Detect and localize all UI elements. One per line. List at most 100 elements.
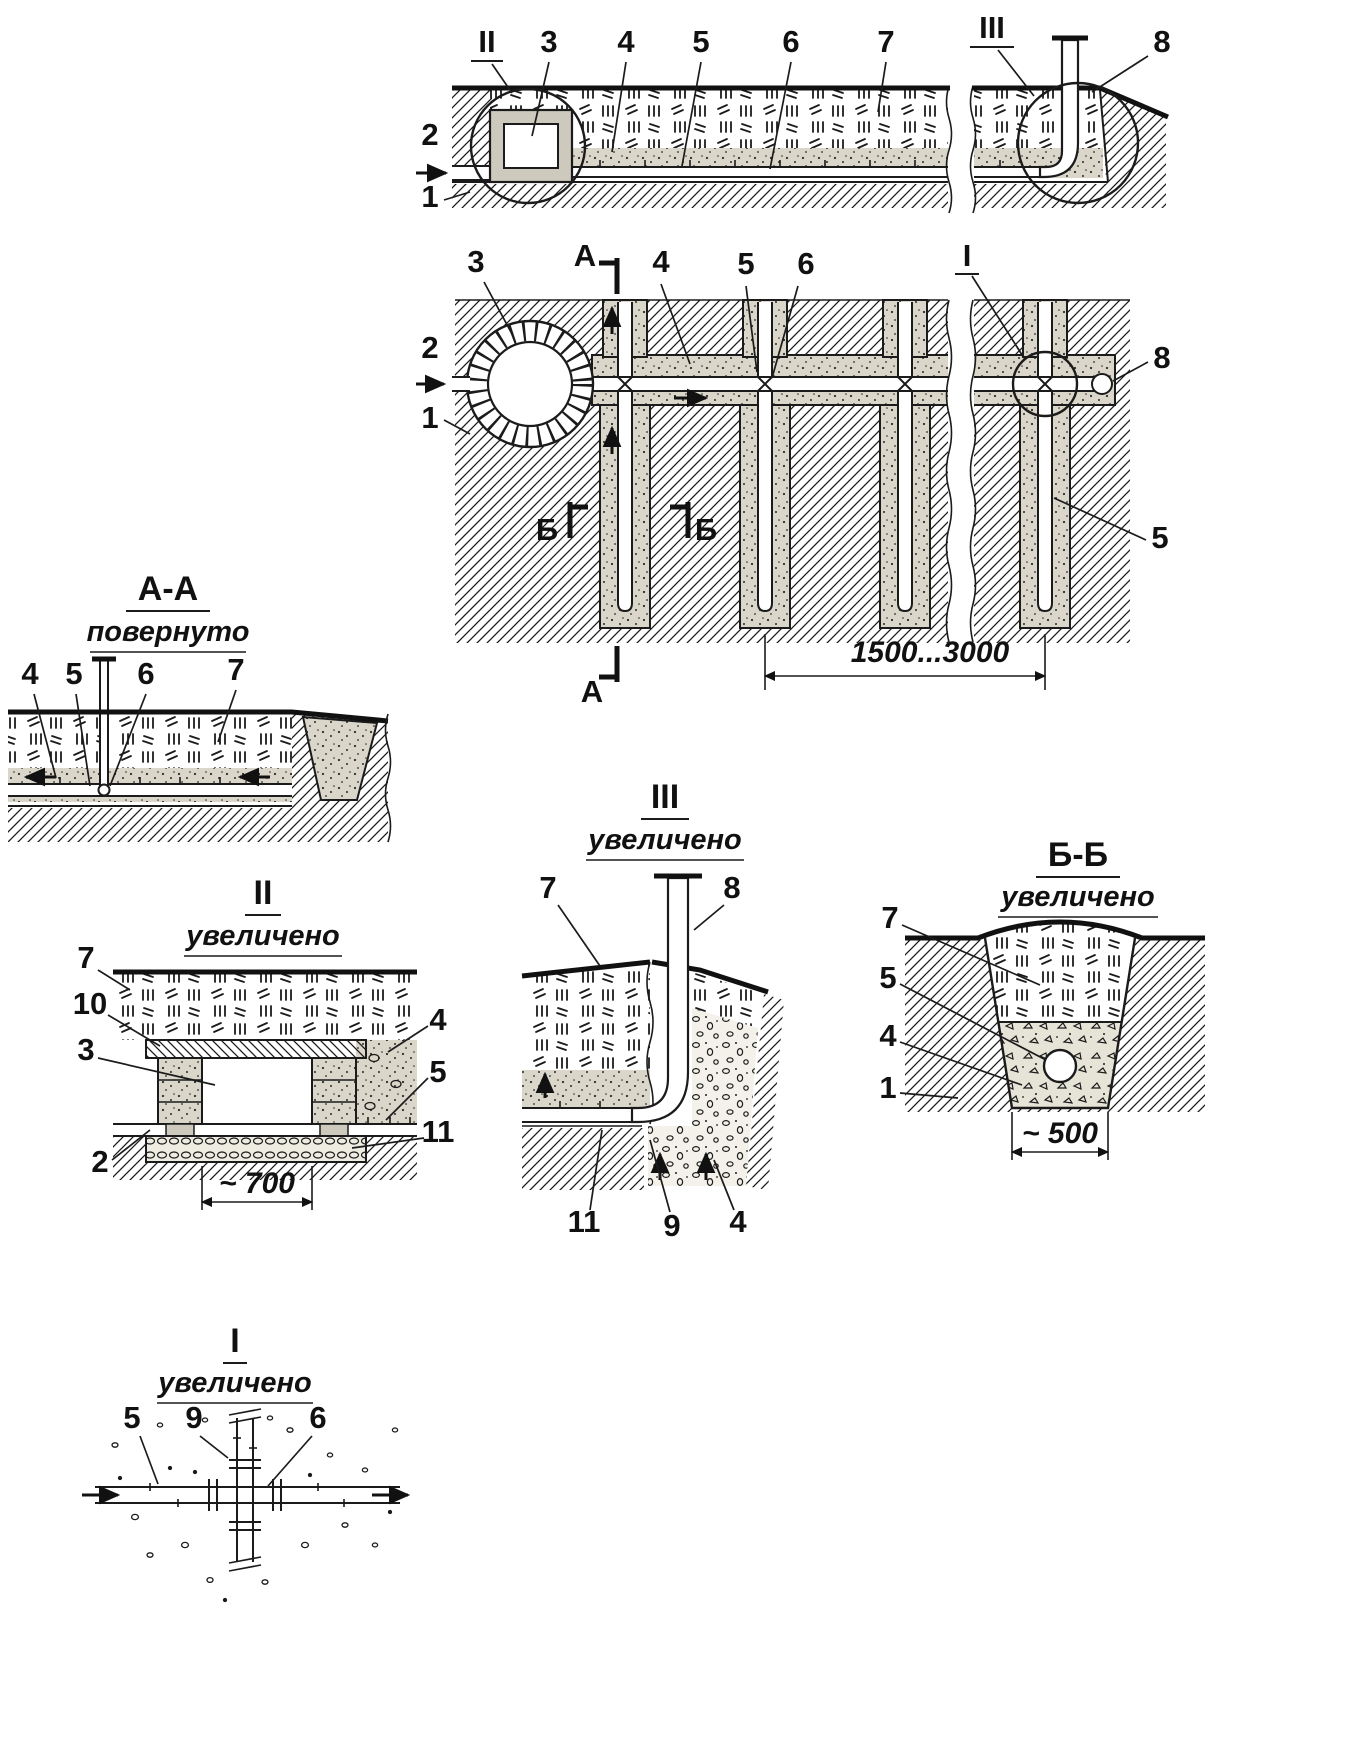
callout-4: 4 xyxy=(429,1002,447,1037)
callout-2: 2 xyxy=(421,117,438,152)
callout-7: 7 xyxy=(877,24,894,59)
vent-pipe xyxy=(1038,35,1088,179)
section-bb-view: Б-Б увеличено ~ 500 7 5 4 1 xyxy=(879,836,1205,1160)
dimension-text: ~ 700 xyxy=(219,1167,295,1200)
detail-circle-iii xyxy=(1016,81,1140,205)
callout-10: 10 xyxy=(73,986,107,1021)
callout-5: 5 xyxy=(737,246,754,281)
distribution-well xyxy=(465,319,595,449)
view-title-block: II увеличено xyxy=(184,874,342,957)
trench-fill xyxy=(978,922,1142,1110)
callouts: 5 9 6 xyxy=(123,1400,326,1435)
distribution-box xyxy=(488,108,574,184)
callout-5: 5 xyxy=(429,1054,446,1089)
break-edge xyxy=(646,961,654,1125)
callout-9: 9 xyxy=(185,1400,202,1435)
section-letter-b-left: Б xyxy=(536,512,558,547)
callout-leaders xyxy=(557,904,735,1213)
width-dimension: ~ 500 xyxy=(1010,1112,1110,1160)
callout-4: 4 xyxy=(21,656,39,691)
callout-4: 4 xyxy=(729,1204,747,1239)
callouts: 3 А 4 5 6 I 8 2 1 Б Б 5 А xyxy=(421,238,1170,709)
callout-11: 11 xyxy=(568,1204,601,1239)
view-title-block: III увеличено xyxy=(586,778,744,861)
callout-5: 5 xyxy=(692,24,709,59)
cross-fitting xyxy=(208,1459,282,1531)
view-title: III xyxy=(651,778,679,816)
section-letter-a-top: А xyxy=(574,238,596,273)
pipe-perforations xyxy=(599,160,1001,167)
box-interior xyxy=(201,1057,313,1125)
callout-1: 1 xyxy=(421,400,438,435)
drawing-break xyxy=(945,296,977,648)
ground-fills xyxy=(452,90,1166,208)
callout-3: 3 xyxy=(77,1032,94,1067)
callout-8: 8 xyxy=(1153,340,1170,375)
collector-pipe xyxy=(592,373,1113,395)
left-ground-block xyxy=(521,959,654,1190)
view-title-block: А-А повернуто xyxy=(87,570,249,653)
callouts: 4 5 6 7 xyxy=(21,652,244,691)
well-inlet-pipe xyxy=(452,376,470,392)
lateral-pipe xyxy=(95,1486,400,1504)
longitudinal-section-view: II 3 4 5 6 7 III 8 2 1 xyxy=(416,10,1171,216)
plan-view: 1500...3000 3 А 4 5 6 I 8 2 1 Б Б 5 А xyxy=(416,238,1171,709)
callout-4: 4 xyxy=(617,24,635,59)
callout-1: 1 xyxy=(421,179,438,214)
flow-arrows xyxy=(416,305,709,454)
break-edge xyxy=(384,713,392,843)
view-subtitle: увеличено xyxy=(586,824,741,856)
perforations xyxy=(149,1437,345,1507)
detail-ref-i: I xyxy=(963,238,972,273)
callouts: II 3 4 5 6 7 III 8 2 1 xyxy=(421,10,1170,214)
callout-8: 8 xyxy=(1153,24,1170,59)
callout-9: 9 xyxy=(663,1208,680,1243)
spacing-dimension: 1500...3000 xyxy=(763,634,1047,690)
ground-hatch xyxy=(113,1136,417,1180)
callout-5: 5 xyxy=(65,656,82,691)
callout-7: 7 xyxy=(539,870,556,905)
perforated-riser-pipe xyxy=(228,1408,262,1572)
callout-5: 5 xyxy=(879,960,896,995)
callout-4: 4 xyxy=(879,1018,897,1053)
layer-fills xyxy=(8,714,388,842)
vent-riser-plan xyxy=(1091,373,1113,395)
callout-6: 6 xyxy=(797,246,814,281)
section-aa-view: А-А повернуто 4 5 6 7 xyxy=(8,570,392,843)
callout-2: 2 xyxy=(91,1144,108,1179)
callout-5: 5 xyxy=(123,1400,140,1435)
view-subtitle: увеличено xyxy=(156,1367,311,1399)
callout-1: 1 xyxy=(879,1070,896,1105)
gravel-dots xyxy=(111,1415,399,1603)
detail-ii-view: II увеличено ~ 700 xyxy=(73,874,455,1210)
detail-circle-i xyxy=(1011,350,1079,418)
callouts: 7 10 3 2 4 5 11 xyxy=(73,940,455,1179)
callout-6: 6 xyxy=(782,24,799,59)
section-letter-a-bottom: А xyxy=(581,674,603,709)
section-marks xyxy=(567,258,691,682)
detail-iii-view: III увеличено 7 8 xyxy=(521,778,784,1243)
callout-6: 6 xyxy=(137,656,154,691)
section-letter-b-right: Б xyxy=(695,512,717,547)
callout-8: 8 xyxy=(723,870,740,905)
detail-circle-ii xyxy=(469,87,587,205)
callout-3: 3 xyxy=(540,24,557,59)
view-title: II xyxy=(254,874,273,912)
callout-leaders xyxy=(443,49,1149,201)
callout-2: 2 xyxy=(421,330,438,365)
right-ground-block xyxy=(648,959,784,1190)
callout-5-right: 5 xyxy=(1151,520,1168,555)
view-title: I xyxy=(230,1322,239,1360)
callout-leaders xyxy=(443,275,1149,541)
pipe-junction xyxy=(97,783,111,797)
callout-leaders xyxy=(139,1435,313,1487)
view-subtitle: увеличено xyxy=(999,881,1154,913)
view-title-block: I увеличено xyxy=(156,1322,313,1404)
callout-leaders xyxy=(899,924,1047,1099)
cover-slab xyxy=(145,1039,367,1059)
drain-pipe-section xyxy=(1042,1048,1078,1084)
backfill-soil xyxy=(113,974,417,1040)
view-subtitle: увеличено xyxy=(184,920,339,952)
wall-supports xyxy=(165,1123,349,1137)
